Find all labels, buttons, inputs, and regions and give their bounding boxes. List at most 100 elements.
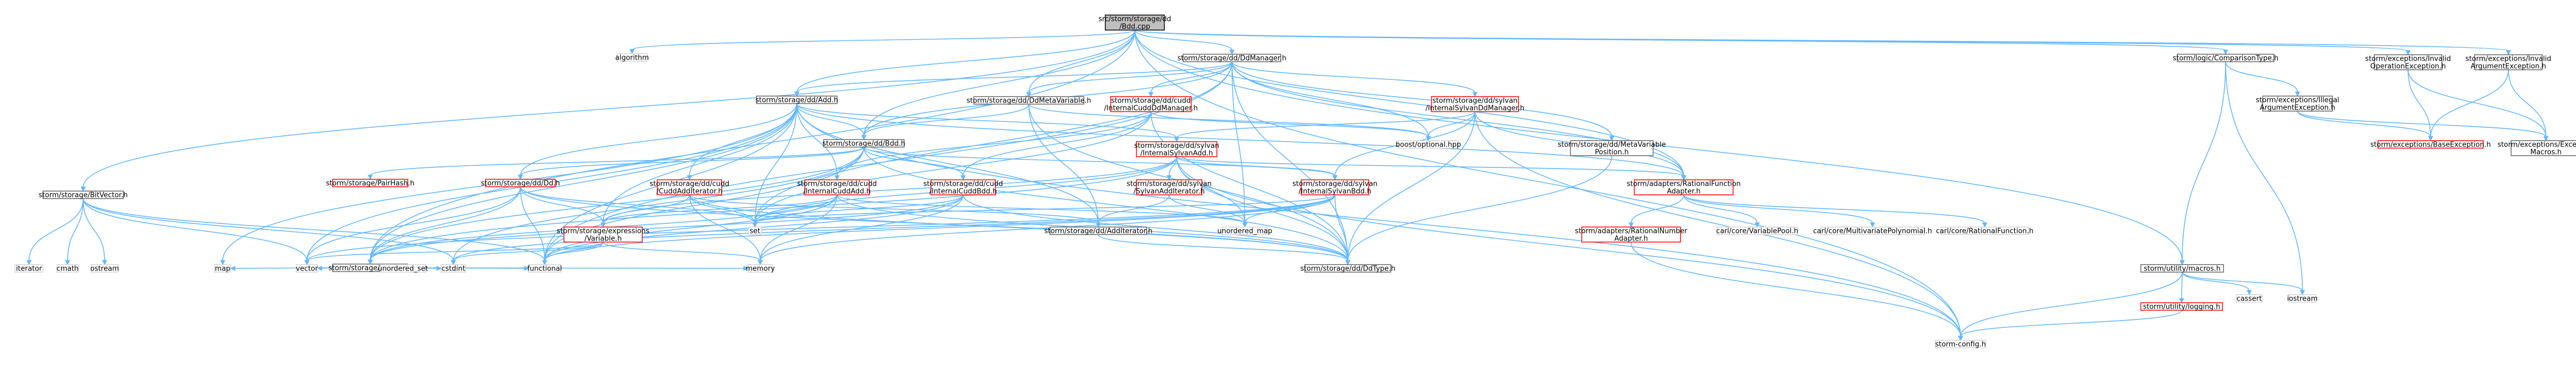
node-ddmetavariable[interactable]: storm/storage/dd/DdMetaVariable.h: [966, 96, 1091, 105]
node-box: [823, 139, 905, 148]
node-box: [1935, 340, 1986, 348]
edge-internalsylvanbdd-to-set: [752, 194, 1335, 228]
edge-rationalfunctionadapter-to-variablepool: [1683, 194, 1760, 228]
node-exc_invalidop[interactable]: storm/exceptions/InvalidOperationExcepti…: [2365, 54, 2451, 71]
node-ostream[interactable]: ostream: [90, 264, 119, 273]
node-label: storm/adapters/RationalFunction: [1627, 180, 1741, 188]
node-exceptionmacros[interactable]: storm/exceptions/ExceptionMacros.h: [2498, 140, 2576, 157]
node-label: /InternalCuddBdd.h: [929, 188, 997, 196]
node-ddtype[interactable]: storm/storage/dd/DdType.h: [1300, 264, 1396, 273]
node-pairhash[interactable]: storm/storage/PairHash.h: [326, 179, 415, 188]
node-iostream[interactable]: iostream: [2287, 294, 2318, 303]
edge-exc_invalidop-to-baseexception: [2408, 69, 2433, 142]
node-stormconfig[interactable]: storm-config.h: [1935, 340, 1986, 349]
node-box: [2374, 54, 2442, 70]
node-cstdint[interactable]: cstdint: [441, 264, 466, 273]
node-internalcuddbdd[interactable]: storm/storage/dd/cudd/InternalCuddBdd.h: [923, 179, 1003, 196]
node-algorithm[interactable]: algorithm: [615, 53, 649, 62]
node-macros[interactable]: storm/utility/macros.h: [2140, 264, 2224, 273]
node-internalsylvanmanager[interactable]: storm/storage/dd/sylvan/InternalSylvanDd…: [1426, 96, 1524, 113]
node-exc_invalidarg[interactable]: storm/exceptions/InvalidArgumentExceptio…: [2465, 54, 2551, 71]
edge-bdd_h-to-internalcuddbdd: [863, 147, 966, 181]
node-label: storm/storage/dd/Bdd.h: [823, 140, 905, 148]
node-box: [1183, 54, 1281, 62]
node-logging[interactable]: storm/utility/logging.h: [2140, 302, 2223, 311]
node-box: [14, 264, 43, 273]
node-label: /InternalSylvanAdd.h: [1140, 150, 1213, 158]
node-map[interactable]: map: [214, 264, 231, 273]
node-box: [747, 264, 773, 273]
node-sylvanadditerator[interactable]: storm/storage/dd/sylvan/SylvanAddIterato…: [1127, 179, 1212, 196]
node-box: [2288, 294, 2316, 303]
node-label: storm/storage/dd/Dd.h: [481, 180, 560, 188]
node-label: storm/storage/dd/sylvan: [1134, 142, 1220, 150]
edge-exc_illegalarg-to-exceptionmacros: [2297, 111, 2549, 142]
node-functional[interactable]: functional: [527, 264, 562, 273]
node-box: [1301, 179, 1369, 195]
node-bdd_h[interactable]: storm/storage/dd/Bdd.h: [823, 139, 905, 148]
edge-internalsylvanmanager-to-internalsylvanadd: [1174, 111, 1476, 143]
node-unordered_map[interactable]: unordered_map: [1217, 226, 1273, 236]
edge-bitvector-to-iterator: [26, 198, 84, 266]
node-memory[interactable]: memory: [746, 264, 775, 273]
node-label: /Variable.h: [584, 235, 621, 243]
node-bitvector[interactable]: storm/storage/BitVector.h: [39, 191, 128, 200]
node-label: /Bdd.cpp: [1119, 23, 1150, 31]
edge-ddmanager-to-metavariablepos: [1231, 61, 1614, 142]
edge-expressionvariable-to-functional: [542, 242, 604, 266]
node-baseexception[interactable]: storm/exceptions/BaseException.h: [2370, 140, 2491, 149]
node-exc_illegalarg[interactable]: storm/exceptions/IllegalArgumentExceptio…: [2256, 96, 2339, 112]
node-cassert[interactable]: cassert: [2236, 294, 2263, 303]
node-ddmanager[interactable]: storm/storage/dd/DdManager.h: [1177, 54, 1287, 63]
node-cuddadditerator[interactable]: storm/storage/dd/cudd/CuddAddIterator.h: [650, 179, 730, 196]
node-box: [748, 226, 762, 235]
node-comparisontype[interactable]: storm/logic/ComparisonType.h: [2173, 54, 2279, 63]
node-label: ostream: [90, 265, 119, 273]
edge-bitvector-to-vector: [83, 198, 310, 266]
node-label: memory: [746, 265, 775, 273]
edge-dd_h-to-expressionvariable: [520, 186, 606, 228]
node-box: [2236, 294, 2263, 303]
node-box: [1431, 96, 1519, 112]
node-box: [1105, 14, 1165, 31]
node-internalcuddadd[interactable]: storm/storage/dd/cudd/InternalCuddAdd.h: [797, 179, 877, 196]
node-label: algorithm: [615, 54, 649, 62]
node-variablepool[interactable]: carl/core/VariablePool.h: [1716, 226, 1799, 236]
node-label: /InternalCuddAdd.h: [803, 188, 871, 196]
node-cmath[interactable]: cmath: [56, 264, 79, 273]
node-label: Adapter.h: [1667, 188, 1701, 196]
edge-ddmanager-to-internalcuddmanager: [1148, 61, 1232, 98]
node-multivariatepolynomial[interactable]: carl/core/MultivariatePolynomial.h: [1813, 226, 1932, 236]
node-label: ArgumentException.h: [2471, 63, 2546, 71]
node-box: [2377, 140, 2484, 149]
node-dd_h[interactable]: storm/storage/dd/Dd.h: [481, 179, 560, 188]
node-set[interactable]: set: [748, 226, 762, 236]
edge-macros-to-logging: [2179, 272, 2184, 304]
node-iterator[interactable]: iterator: [14, 264, 43, 273]
node-label: storm/storage/dd/cudd: [797, 180, 877, 188]
edge-logging-to-stormconfig: [1958, 310, 2182, 341]
node-box: [1634, 179, 1734, 195]
node-boostoptional[interactable]: boost/optional.hpp: [1396, 140, 1461, 149]
graph-nodes: src/storm/storage/dd/Bdd.cpp algorithm sto…: [14, 14, 2576, 349]
node-rationalfunction[interactable]: carl/core/RationalFunction.h: [1936, 226, 2034, 236]
node-internalcuddmanager[interactable]: storm/storage/dd/cudd/InternalCuddDdMana…: [1104, 96, 1198, 113]
edge-bdd_h-to-dd_h: [518, 147, 864, 180]
node-internalsylvanbdd[interactable]: storm/storage/dd/sylvan/InternalSylvanBd…: [1293, 179, 1378, 196]
node-add[interactable]: storm/storage/dd/Add.h: [755, 96, 838, 105]
node-root[interactable]: src/storm/storage/dd/Bdd.cpp: [1098, 14, 1171, 31]
node-vector[interactable]: vector: [296, 264, 318, 273]
node-label: set: [750, 228, 760, 236]
edge-internalcuddbdd-to-odd: [368, 194, 964, 265]
node-unordered_set[interactable]: unordered_set: [378, 264, 428, 273]
node-additerator[interactable]: storm/storage/dd/AddIterator.h: [1044, 226, 1153, 236]
node-expressionvariable[interactable]: storm/storage/expressions/Variable.h: [557, 226, 650, 243]
edge-rationalfunctionadapter-to-rationalfunction: [1683, 194, 1987, 228]
node-box: [617, 53, 648, 62]
node-internalsylvanadd[interactable]: storm/storage/dd/sylvan/InternalSylvanAd…: [1134, 141, 1220, 158]
node-box: [1820, 226, 1925, 235]
